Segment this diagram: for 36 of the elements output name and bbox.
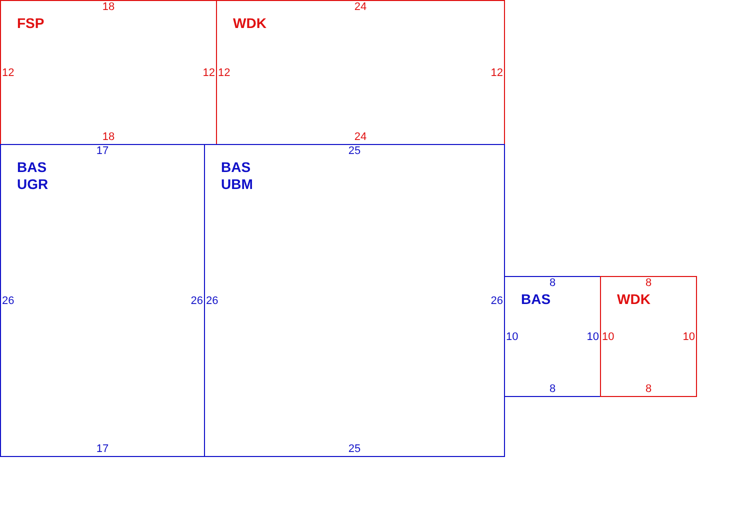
- dimension-label: 8: [645, 383, 652, 395]
- dimension-label: 12: [490, 66, 503, 78]
- dimension-label: 24: [354, 131, 367, 143]
- dimension-label: 17: [96, 443, 109, 455]
- dimension-label: 26: [190, 294, 203, 306]
- dimension-label: 12: [2, 66, 14, 78]
- room-outline: [216, 0, 505, 145]
- dimension-label: 8: [549, 383, 556, 395]
- dimension-label: 26: [2, 294, 14, 306]
- room-outline: [504, 276, 601, 397]
- dimension-label: 10: [506, 330, 518, 342]
- room-outline: [600, 276, 697, 397]
- dimension-label: 24: [354, 1, 367, 13]
- dimension-label: 26: [206, 294, 218, 306]
- dimension-label: 17: [96, 145, 109, 157]
- dimension-label: 10: [682, 330, 695, 342]
- dimension-label: 25: [348, 145, 361, 157]
- dimension-label: 10: [602, 330, 614, 342]
- room-outline: [204, 144, 505, 457]
- dimension-label: 25: [348, 443, 361, 455]
- dimension-label: 8: [645, 277, 652, 289]
- dimension-label: 12: [202, 66, 215, 78]
- dimension-label: 12: [218, 66, 230, 78]
- dimension-label: 18: [102, 131, 115, 143]
- room-label: FSP: [17, 15, 46, 32]
- room-label: WDK: [617, 291, 652, 308]
- room-outline: [0, 144, 205, 457]
- dimension-label: 18: [102, 1, 115, 13]
- dimension-label: 8: [549, 277, 556, 289]
- room-outline: [0, 0, 217, 145]
- room-label: BAS UGR: [17, 159, 50, 193]
- dimension-label: 10: [586, 330, 599, 342]
- dimension-label: 26: [490, 294, 503, 306]
- room-label: WDK: [233, 15, 268, 32]
- room-label: BAS: [521, 291, 552, 308]
- room-label: BAS UBM: [221, 159, 254, 193]
